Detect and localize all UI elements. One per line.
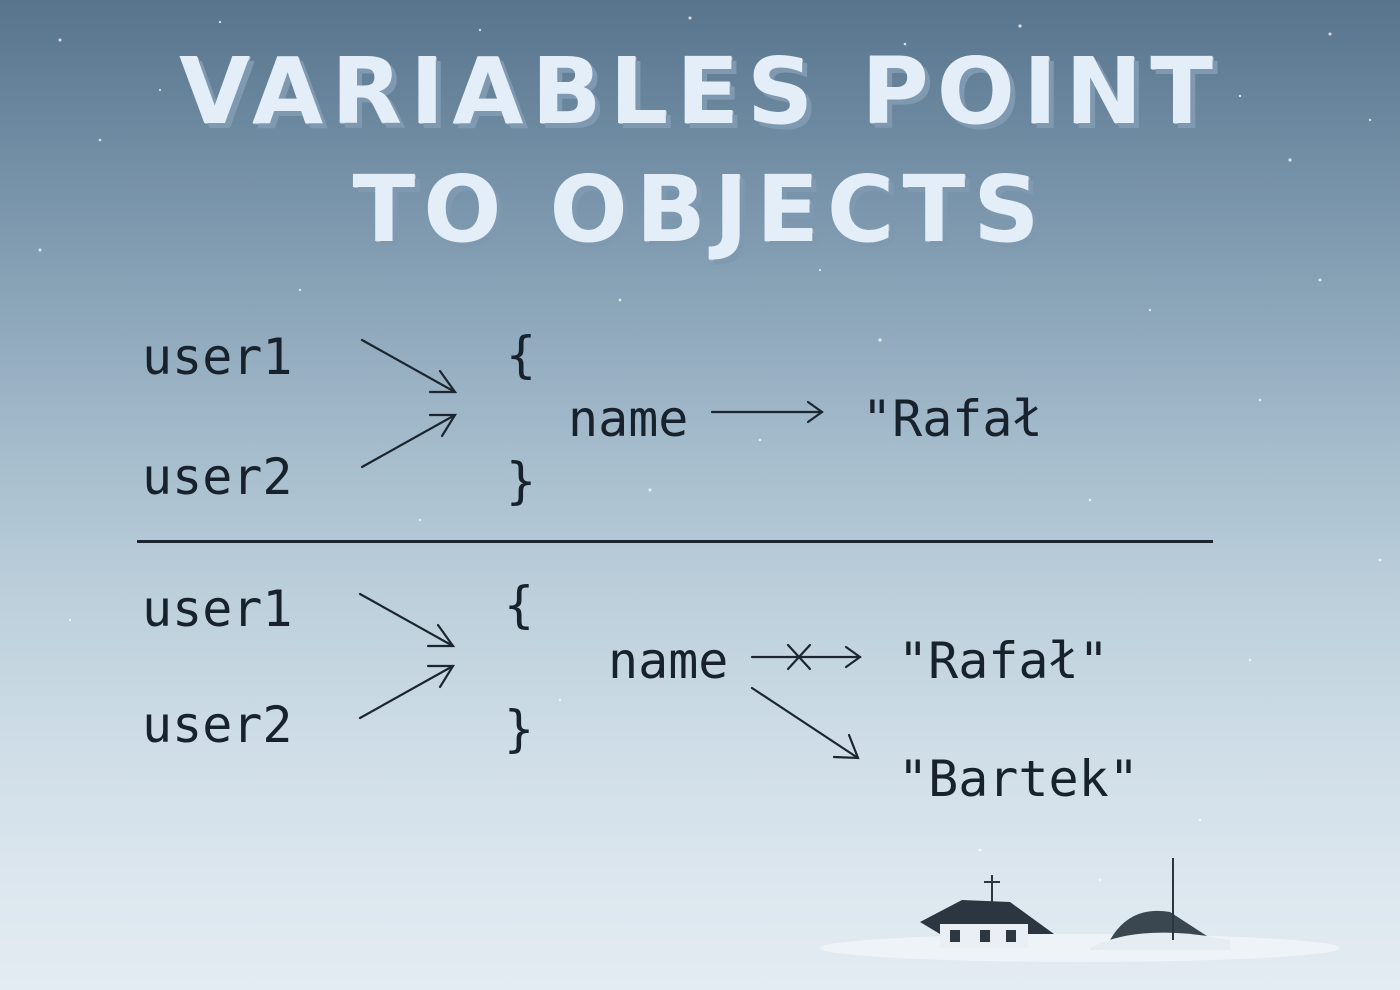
variable-user1: user1	[142, 328, 293, 386]
arrow-user2-to-object-top	[360, 413, 457, 469]
object-open-brace: {	[506, 326, 537, 384]
variable-user2: user2	[142, 696, 293, 754]
arrow-user1-to-object-bottom	[358, 592, 456, 648]
object-open-brace: {	[504, 576, 535, 634]
variable-user1: user1	[142, 580, 293, 638]
variable-user2: user2	[142, 448, 293, 506]
object-property-name: name	[568, 390, 689, 448]
snow-buried-hut-icon	[1090, 858, 1230, 950]
arrow-name-to-rafal-top	[710, 400, 824, 424]
arrow-name-to-rafal-crossed	[750, 643, 862, 671]
title-line-2: to objects	[352, 156, 1048, 263]
object-property-name: name	[608, 632, 729, 690]
string-value-rafal: "Rafał	[862, 390, 1043, 448]
title-line-1: Variables point	[179, 38, 1221, 145]
cabin-icon	[920, 875, 1054, 948]
panel-divider	[137, 540, 1213, 543]
string-value-rafal-old: "Rafał"	[898, 632, 1109, 690]
arrow-name-to-bartek	[750, 686, 860, 760]
arrow-user2-to-object-bottom	[358, 664, 455, 720]
arrow-user1-to-object-top	[360, 338, 458, 394]
string-value-bartek-new: "Bartek"	[898, 750, 1139, 808]
object-close-brace: }	[506, 452, 537, 510]
object-close-brace: }	[504, 700, 535, 758]
